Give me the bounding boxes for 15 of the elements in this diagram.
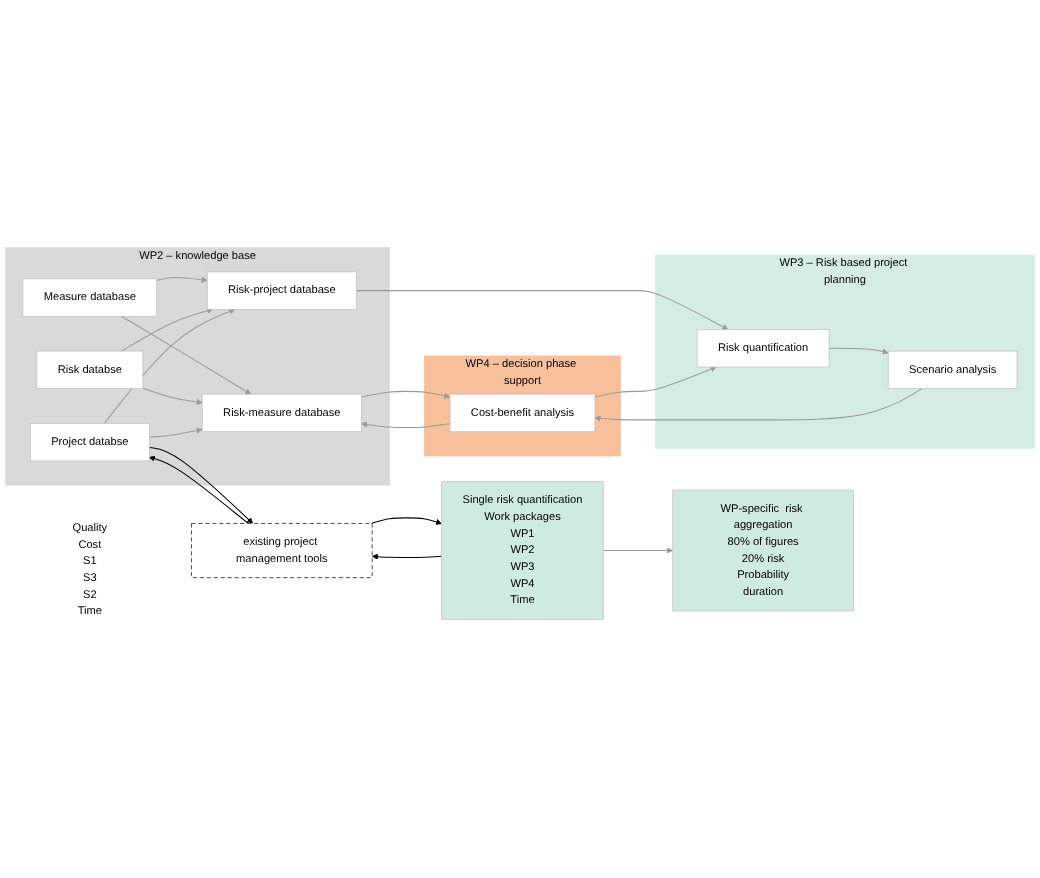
arrow [828,347,889,355]
arrow [156,276,208,283]
arrow [355,290,729,330]
arrow [602,547,674,554]
arrow [103,308,236,424]
arrow [594,388,923,422]
arrow [361,421,451,429]
arrow [120,307,213,352]
arrow [594,366,717,398]
arrow [370,517,442,525]
arrow [120,315,252,395]
arrow [142,387,203,405]
arrow [371,553,443,560]
arrow [148,427,203,438]
arrow [360,390,451,399]
